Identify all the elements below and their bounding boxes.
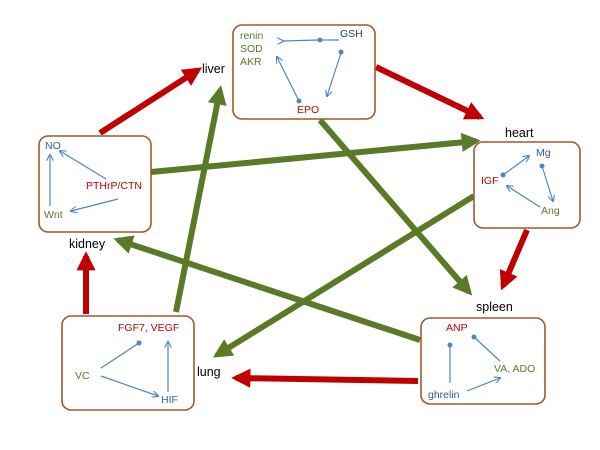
inner-node <box>447 342 453 348</box>
inner-node <box>471 334 477 340</box>
inner-node <box>338 49 344 55</box>
organ-label-spleen: spleen <box>476 300 513 314</box>
label-gsh: GSH <box>340 28 363 40</box>
label-ang: Ang <box>541 205 560 217</box>
top-organ-box: renin SOD AKR GSH EPO <box>232 24 376 120</box>
label-akr: AKR <box>240 56 262 68</box>
right-organ-box: Mg IGF Ang <box>473 141 581 229</box>
label-renin: renin <box>240 30 264 42</box>
arrow-top-box-to-heart <box>374 64 485 120</box>
inner-arrow <box>283 40 320 41</box>
inner-node <box>136 340 142 346</box>
label-sod: SOD <box>240 43 263 55</box>
inner-arrow <box>100 342 140 369</box>
arrow-spleen-box-to-kidney <box>113 235 421 343</box>
label-no: NO <box>45 140 61 152</box>
label-vc: VC <box>75 370 90 382</box>
label-ghrelin: ghrelin <box>428 389 460 401</box>
inner-arrow <box>327 52 342 96</box>
label-igf: IGF <box>481 175 499 187</box>
organ-label-kidney: kidney <box>69 237 106 251</box>
inner-arrow <box>277 57 300 102</box>
bottom-left-organ-box: FGF7, VEGF VC HIF <box>61 315 195 411</box>
inner-arrow <box>466 378 500 392</box>
label-mg: Mg <box>536 147 551 159</box>
organ-label-lung: lung <box>197 365 221 379</box>
label-pthrp-ctn: PTHrP/CTN <box>86 180 142 192</box>
arrow-heart-box-to-lung <box>212 193 476 358</box>
label-va-ado: VA, ADO <box>494 363 535 375</box>
inner-arrow <box>100 375 158 396</box>
inner-node <box>317 37 323 43</box>
inner-arrow <box>473 336 501 362</box>
left-organ-box: NO PTHrP/CTN Wnt <box>38 135 152 233</box>
inner-arrow <box>71 198 119 211</box>
organ-label-heart: heart <box>505 126 534 140</box>
arrow-kidney-box-to-heart <box>150 132 481 175</box>
label-epo: EPO <box>297 104 319 116</box>
inner-node <box>500 172 506 178</box>
inner-arrow <box>502 156 529 176</box>
inter-organ-arrows <box>76 64 530 388</box>
inner-node <box>539 163 545 169</box>
label-wnt: Wnt <box>44 209 63 221</box>
label-anp: ANP <box>446 322 468 334</box>
label-hif: HIF <box>161 394 178 406</box>
inner-arrow <box>507 186 541 208</box>
inner-arrow <box>60 151 107 180</box>
arrow-spleen-box-to-lung <box>231 368 419 388</box>
arrow-lung-box-to-liver <box>173 85 227 313</box>
bottom-right-organ-box: ANP VA, ADO ghrelin <box>420 317 546 405</box>
organ-label-liver: liver <box>202 62 225 76</box>
arrow-top-box-to-spleen <box>317 118 473 296</box>
inner-node <box>296 98 302 104</box>
inner-arrow <box>541 165 553 201</box>
arrow-heart-box-to-spleen <box>499 228 530 291</box>
arrow-kidney-box-to-liver <box>98 67 203 136</box>
label-fgf7-vegf: FGF7, VEGF <box>118 322 179 334</box>
